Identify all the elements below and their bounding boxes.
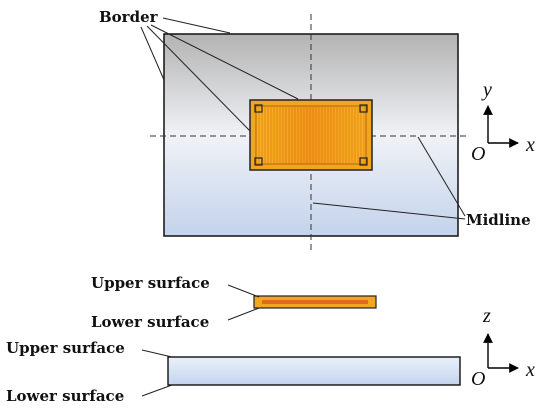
piezo-patch-top-view <box>249 99 373 171</box>
upper-surface-leader-plate <box>141 349 173 358</box>
upper-surface-leader-patch <box>227 284 260 298</box>
axis-z-label: z <box>482 305 491 327</box>
lower-surface-leader-plate <box>141 384 173 397</box>
axes-bottom: z x O <box>471 305 535 390</box>
lower-surface-label-plate: Lower surface <box>6 387 124 405</box>
midline-leader-lines <box>312 136 466 220</box>
axis-x-label-bottom: x <box>525 359 535 381</box>
patch-corner-marker <box>359 157 368 166</box>
patch-corner-marker <box>359 104 368 113</box>
midline-label: Midline <box>466 211 531 229</box>
axis-y-label: y <box>481 79 492 101</box>
host-plate-side-view <box>167 356 461 386</box>
border-label: Border <box>99 8 159 26</box>
border-leader-lines <box>140 17 299 132</box>
upper-surface-label-patch: Upper surface <box>91 274 210 292</box>
patch-side-core <box>262 300 368 304</box>
origin-label: O <box>471 143 485 165</box>
lower-surface-label-patch: Lower surface <box>91 313 209 331</box>
lower-surface-leader-patch <box>227 307 260 321</box>
axis-x-label: x <box>525 134 535 156</box>
origin-label-bottom: O <box>471 368 485 390</box>
upper-surface-label-plate: Upper surface <box>6 339 125 357</box>
axes-top: y x O <box>471 79 535 165</box>
patch-corner-marker <box>254 104 263 113</box>
patch-corner-marker <box>254 157 263 166</box>
